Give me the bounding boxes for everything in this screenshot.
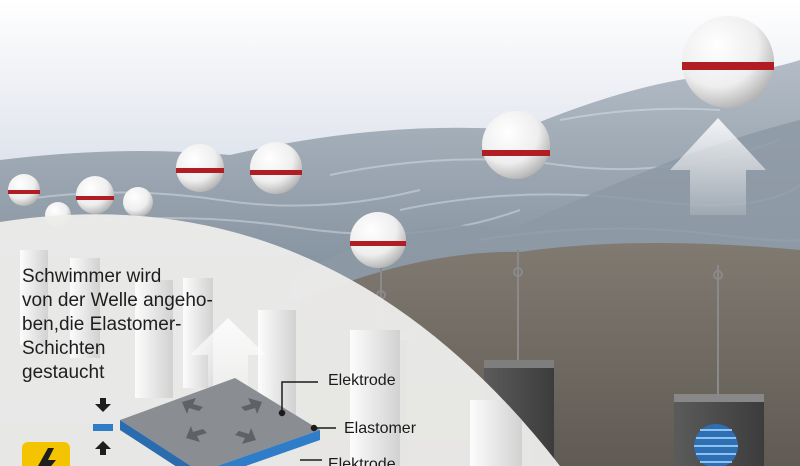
expand-arrows-icon <box>182 398 262 444</box>
inset-content <box>20 250 522 466</box>
lightning-warning-icon <box>22 442 70 466</box>
distant-buoys <box>8 16 774 228</box>
label-electrode-bottom: Elektrode <box>328 456 396 466</box>
label-elastomer: Elastomer <box>344 420 417 437</box>
lift-arrow-icon <box>190 318 266 400</box>
elastomer-plate <box>120 378 320 466</box>
up-arrow-icon <box>670 118 766 215</box>
ghost-pillars <box>20 250 522 466</box>
compress-arrows-icon <box>93 398 113 455</box>
elastomer-stack <box>694 424 738 466</box>
leader-lines <box>278 381 336 461</box>
label-electrode: Elektrode <box>328 372 396 389</box>
inset-caption: Schwimmer wird von der Welle angeho- ben… <box>22 266 213 383</box>
